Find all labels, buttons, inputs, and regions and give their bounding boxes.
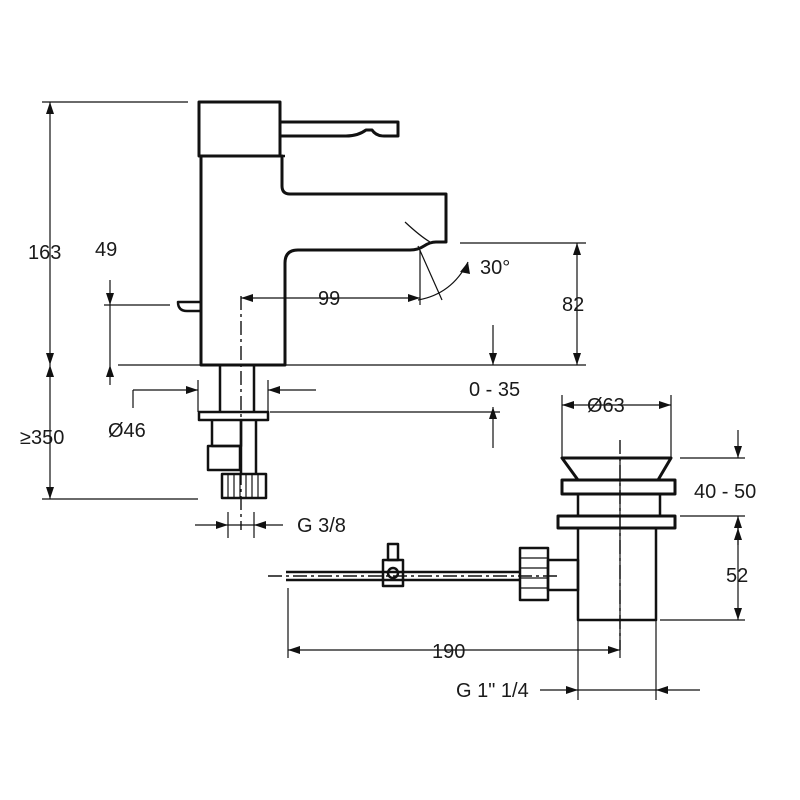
- label-waste-diameter: Ø63: [587, 395, 625, 417]
- label-min-length: ≥350: [20, 427, 64, 449]
- tap-dimensions: [42, 101, 586, 538]
- label-rod-length: 190: [432, 641, 465, 663]
- label-waste-thread: G 1" 1/4: [456, 680, 529, 702]
- label-swivel-angle: 30°: [480, 257, 510, 279]
- label-waste-flange-range: 40 - 50: [694, 481, 756, 503]
- pop-up-waste: [268, 440, 677, 650]
- label-deck-thickness: 0 - 35: [469, 379, 520, 401]
- label-spout-height: 82: [562, 294, 584, 316]
- label-spout-reach: 99: [318, 288, 340, 310]
- label-lever-offset: 49: [95, 239, 117, 261]
- label-height-total: 163: [28, 242, 61, 264]
- waste-dimensions: [287, 395, 745, 700]
- label-waste-height: 52: [726, 565, 748, 587]
- label-base-diameter: Ø46: [108, 420, 146, 442]
- label-supply-thread: G 3/8: [297, 515, 346, 537]
- mixer-tap: [118, 100, 586, 530]
